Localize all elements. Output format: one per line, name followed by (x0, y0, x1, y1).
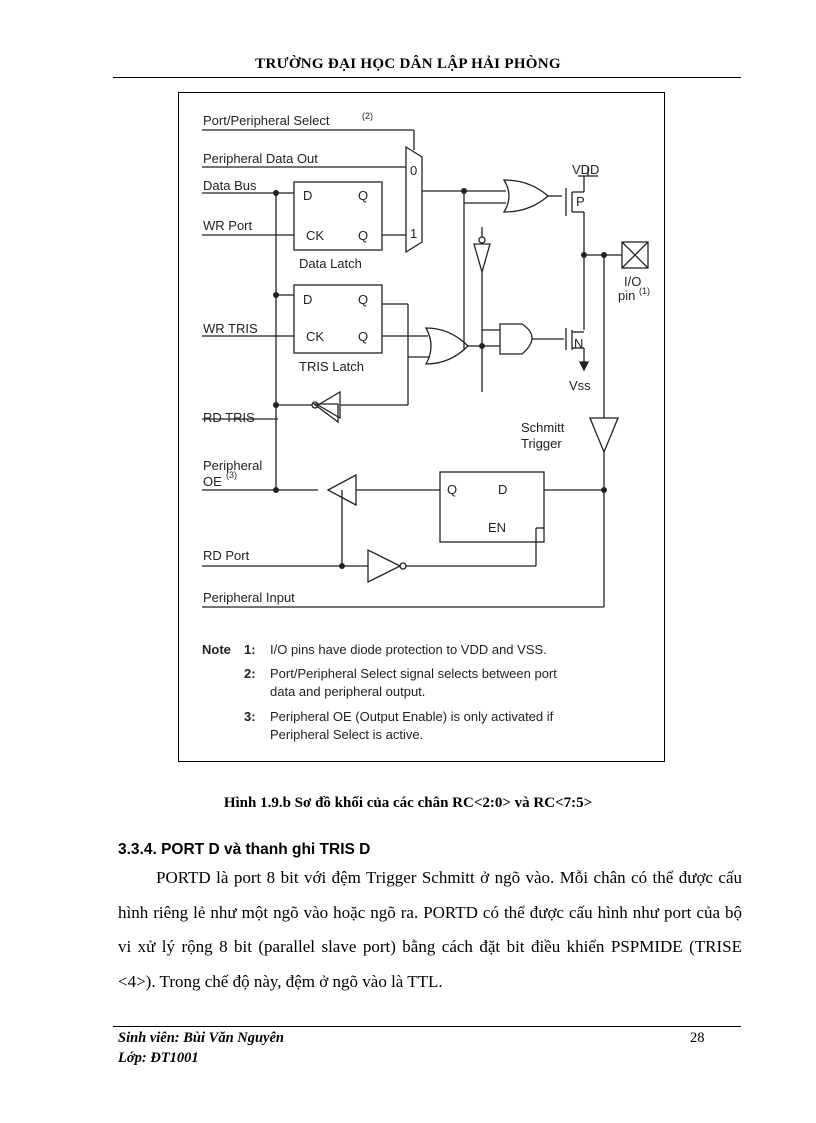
note-3-line2: Peripheral Select is active. (270, 727, 423, 742)
header-divider (113, 77, 741, 78)
tris-latch-q: Q (358, 292, 368, 307)
mux-input-0: 0 (410, 163, 417, 178)
page-header-title: TRƯỜNG ĐẠI HỌC DÂN LẬP HẢI PHÒNG (255, 56, 561, 72)
data-latch-qbar: Q (358, 228, 368, 243)
label-data-bus: Data Bus (203, 178, 257, 193)
label-p: P (576, 194, 585, 209)
body-paragraph: PORTD là port 8 bit với đệm Trigger Schm… (118, 861, 742, 999)
label-peripheral-data-out: Peripheral Data Out (203, 151, 318, 166)
latch-en: EN (488, 520, 506, 535)
data-latch-q: Q (358, 188, 368, 203)
label-schmitt: Schmitt (521, 420, 565, 435)
label-peripheral-input: Peripheral Input (203, 590, 295, 605)
label-rd-port: RD Port (203, 548, 250, 563)
label-port-peripheral-select: Port/Peripheral Select (203, 113, 330, 128)
label-pin: pin (618, 288, 635, 303)
label-io: I/O (624, 274, 641, 289)
figure-caption: Hình 1.9.b Sơ đồ khối của các chân RC<2:… (223, 795, 593, 811)
note-1-num: 1: (244, 642, 256, 657)
tris-latch-ck: CK (306, 329, 324, 344)
footer-divider (113, 1026, 741, 1027)
note-2-line2: data and peripheral output. (270, 684, 425, 699)
body-paragraph-text: PORTD là port 8 bit với đệm Trigger Schm… (118, 868, 742, 991)
section-heading: 3.3.4. PORT D và thanh ghi TRIS D (118, 841, 371, 858)
latch-d: D (498, 482, 507, 497)
label-rd-tris: RD TRIS (203, 410, 255, 425)
page-number: 28 (690, 1030, 705, 1046)
latch-q: Q (447, 482, 457, 497)
label-trigger: Trigger (521, 436, 562, 451)
tris-latch-qbar: Q (358, 329, 368, 344)
data-latch-label: Data Latch (299, 256, 362, 271)
mux-input-1: 1 (410, 226, 417, 241)
note-1-text: I/O pins have diode protection to VDD an… (270, 642, 547, 657)
label-peripheral: Peripheral (203, 458, 262, 473)
label-oe: OE (203, 474, 222, 489)
block-diagram: Port/Peripheral Select (2) Peripheral Da… (202, 111, 650, 742)
data-latch-ck: CK (306, 228, 324, 243)
note-2-num: 2: (244, 666, 256, 681)
label-sup2: (2) (362, 111, 373, 121)
label-vdd: VDD (572, 162, 599, 177)
note-label: Note (202, 642, 231, 657)
tris-latch-d: D (303, 292, 312, 307)
note-3-num: 3: (244, 709, 256, 724)
data-latch-d: D (303, 188, 312, 203)
note-3-line1: Peripheral OE (Output Enable) is only ac… (270, 709, 554, 724)
label-sup1: (1) (639, 286, 650, 296)
label-sup3: (3) (226, 470, 237, 480)
label-wr-tris: WR TRIS (203, 321, 258, 336)
label-vss: Vss (569, 378, 591, 393)
footer-class: Lớp: ĐT1001 (118, 1050, 199, 1066)
label-n: N (574, 336, 583, 351)
footer-student-name: Sinh viên: Bùi Văn Nguyên (118, 1030, 284, 1046)
label-wr-port: WR Port (203, 218, 253, 233)
note-2-line1: Port/Peripheral Select signal selects be… (270, 666, 557, 681)
tris-latch-label: TRIS Latch (299, 359, 364, 374)
